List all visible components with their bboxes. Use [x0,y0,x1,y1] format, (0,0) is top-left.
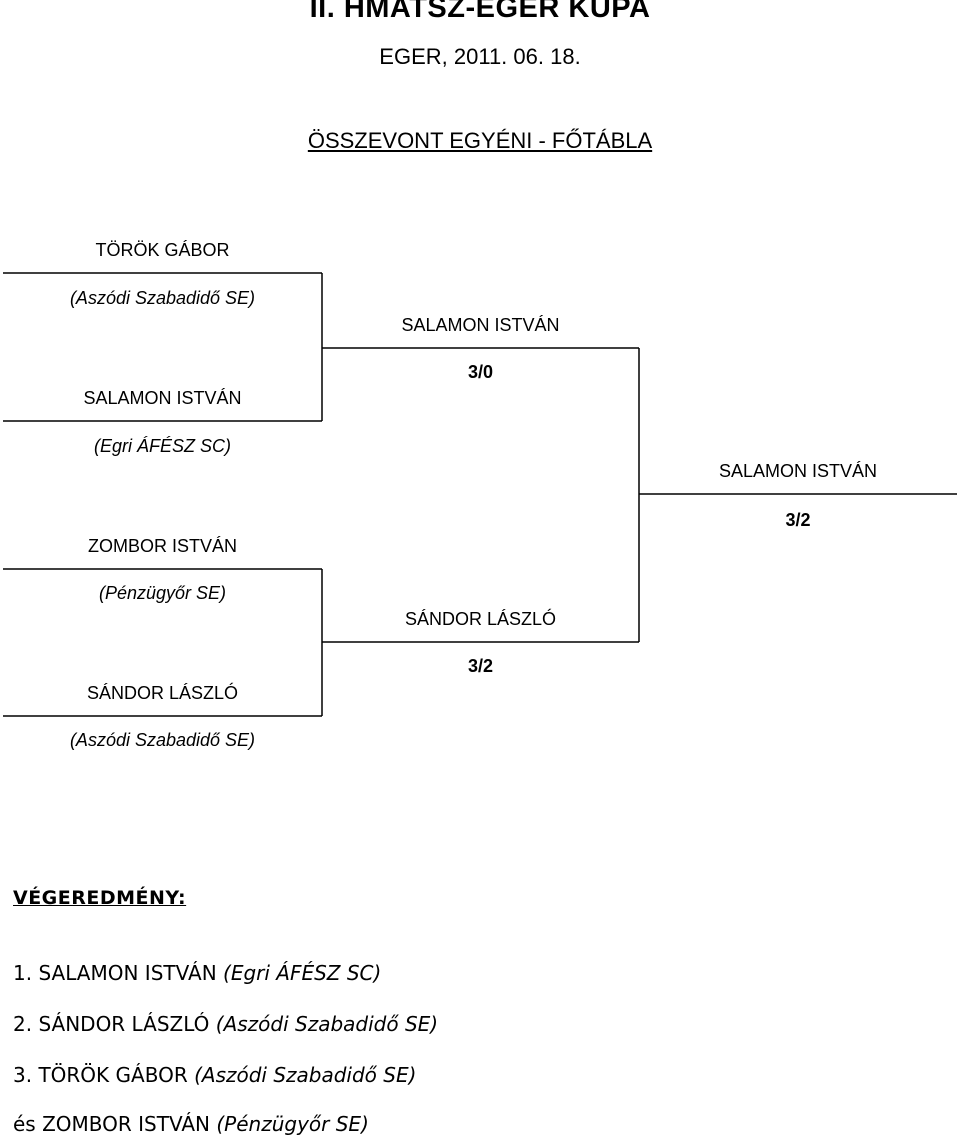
result-place: 2. [13,1012,33,1036]
result-club: (Aszódi Szabadidő SE) [194,1063,417,1087]
result-row-4: és ZOMBOR ISTVÁN (Pénzügyőr SE) [13,1112,369,1136]
player-name-r1-2: SALAMON ISTVÁN [83,388,242,408]
result-club: (Aszódi Szabadidő SE) [215,1012,439,1036]
event-date-location: EGER, 2011. 06. 18. [379,44,581,69]
result-place: 1. [13,961,33,985]
result-place: 3. [13,1063,33,1087]
results-heading: VÉGEREDMÉNY: [13,887,187,909]
result-row-2: 2. SÁNDOR LÁSZLÓ (Aszódi Szabadidő SE) [13,1012,438,1036]
result-name: ZOMBOR ISTVÁN [42,1112,211,1136]
result-club: (Egri ÁFÉSZ SC) [223,961,382,985]
final-winner: SALAMON ISTVÁN [718,461,878,481]
player-club-r1-4: (Aszódi Szabadidő SE) [69,730,256,750]
player-name-r1-3: ZOMBOR ISTVÁN [87,536,237,556]
result-name: SÁNDOR LÁSZLÓ [38,1012,210,1036]
section-heading: ÖSSZEVONT EGYÉNI - FŐTÁBLA [307,128,653,153]
semifinal-winner-2: SÁNDOR LÁSZLÓ [404,609,557,629]
player-name-r1-4: SÁNDOR LÁSZLÓ [86,683,239,703]
player-club-r1-2: (Egri ÁFÉSZ SC) [93,436,231,456]
result-row-1: 1. SALAMON ISTVÁN (Egri ÁFÉSZ SC) [13,961,381,985]
result-name: SALAMON ISTVÁN [38,961,217,985]
result-club: (Pénzügyőr SE) [216,1112,369,1136]
player-name-r1-1: TÖRÖK GÁBOR [95,240,230,260]
semifinal-score-1: 3/0 [467,362,494,382]
semifinal-winner-1: SALAMON ISTVÁN [401,315,560,335]
player-club-r1-1: (Aszódi Szabadidő SE) [69,288,256,308]
semifinal-score-2: 3/2 [467,656,494,676]
result-name: TÖRÖK GÁBOR [38,1063,188,1087]
result-row-3: 3. TÖRÖK GÁBOR (Aszódi Szabadidő SE) [13,1063,416,1087]
player-club-r1-3: (Pénzügyőr SE) [98,583,227,603]
final-score: 3/2 [785,510,811,530]
page-title: II. HMATSZ-EGER KUPA [309,0,651,24]
result-place: és [13,1112,36,1136]
